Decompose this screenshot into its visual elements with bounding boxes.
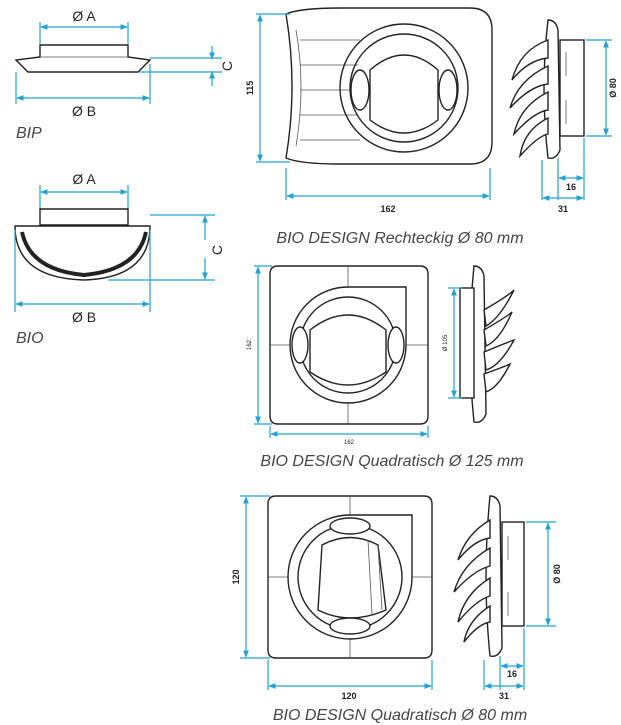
quadratisch125-right-knob bbox=[387, 326, 405, 364]
rechteckig-outer-ring bbox=[339, 23, 469, 153]
bip-label-a: Ø A bbox=[72, 8, 96, 24]
bip-section-outline bbox=[14, 44, 152, 73]
bio-diagram: Ø A C Ø B BIO bbox=[14, 171, 225, 347]
rechteckig-left-knob bbox=[350, 69, 370, 111]
rechteckig-side-view: Ø 80 16 31 bbox=[509, 19, 618, 214]
bio-label-c: C bbox=[209, 245, 225, 255]
bip-label-c: C bbox=[219, 61, 235, 71]
rechteckig-depth-inner-label: 16 bbox=[566, 182, 576, 192]
bio-cap-outline bbox=[39, 208, 129, 226]
quadratisch125-blade-4 bbox=[483, 362, 512, 393]
quadratisch80-dome-edge-1 bbox=[367, 539, 373, 615]
quadratisch80-side-spigot bbox=[501, 521, 525, 627]
rechteckig-front-view: 115 162 bbox=[245, 7, 493, 214]
quadratisch125-blade-2 bbox=[483, 311, 513, 348]
quadratisch80-blade-3 bbox=[457, 576, 491, 623]
quadratisch80-depth-inner-label: 16 bbox=[507, 669, 517, 679]
quadratisch80-blade-2 bbox=[453, 546, 491, 593]
bip-diagram: Ø A C Ø B BIP bbox=[14, 8, 235, 142]
bio-dome-shell bbox=[20, 231, 148, 278]
quadratisch125-blade-1 bbox=[483, 289, 515, 328]
rechteckig-depth-outer-label: 31 bbox=[558, 204, 568, 214]
quadratisch80-side-plate bbox=[485, 495, 503, 658]
quadratisch80-dome-edge-2 bbox=[377, 545, 383, 611]
quadratisch125-front-view: 162 162 bbox=[247, 265, 429, 446]
quadratisch125-blade-3 bbox=[483, 338, 516, 371]
rechteckig-diameter-label: Ø 80 bbox=[608, 78, 618, 98]
quadratisch80-side-view: Ø 80 16 31 bbox=[453, 495, 562, 701]
quadratisch80-blade-4 bbox=[463, 604, 491, 643]
quadratisch80-caption: BIO DESIGN Quadratisch Ø 80 mm bbox=[273, 707, 527, 724]
rechteckig-right-knob bbox=[438, 69, 458, 111]
bio-label-b: Ø B bbox=[72, 309, 96, 325]
bip-label-b: Ø B bbox=[72, 103, 96, 119]
quadratisch125-caption: BIO DESIGN Quadratisch Ø 125 mm bbox=[260, 453, 523, 470]
quadratisch125-left-knob bbox=[291, 326, 309, 364]
rechteckig-blade-3 bbox=[512, 90, 549, 137]
quadratisch125-side-spigot bbox=[459, 287, 475, 399]
rechteckig-blade-4 bbox=[518, 116, 549, 159]
quadratisch80-height-label: 120 bbox=[231, 569, 241, 584]
quadratisch80-blade-1 bbox=[457, 518, 491, 561]
quadratisch80-depth-outer-label: 31 bbox=[499, 691, 509, 701]
quadratisch80-front-view: 120 120 bbox=[231, 495, 433, 701]
rechteckig-dome bbox=[369, 54, 439, 134]
rechteckig-caption: BIO DESIGN Rechteckig Ø 80 mm bbox=[276, 230, 523, 247]
bip-caption: BIP bbox=[16, 125, 42, 142]
bio-dome-outline bbox=[14, 225, 151, 281]
rechteckig-height-label: 115 bbox=[245, 81, 255, 96]
quadratisch125-side-view: Ø 105 bbox=[443, 265, 516, 424]
quadratisch80-width-label: 120 bbox=[341, 691, 356, 701]
rechteckig-plate-edge bbox=[295, 29, 302, 147]
quadratisch125-width-label: 162 bbox=[344, 440, 355, 446]
rechteckig-blade-1 bbox=[511, 39, 549, 81]
quadratisch125-diameter-label: Ø 105 bbox=[443, 334, 449, 351]
bio-caption: BIO bbox=[16, 330, 44, 347]
quadratisch125-dome bbox=[309, 314, 387, 386]
rechteckig-side-spigot bbox=[559, 39, 585, 137]
rechteckig-blade-2 bbox=[509, 64, 549, 109]
rechteckig-width-label: 162 bbox=[380, 204, 395, 214]
rechteckig-inner-ring bbox=[349, 33, 459, 143]
quadratisch80-bottom-knob bbox=[329, 617, 371, 635]
quadratisch80-top-knob bbox=[329, 517, 371, 535]
quadratisch80-diameter-label: Ø 80 bbox=[552, 564, 562, 584]
bio-label-a: Ø A bbox=[72, 171, 96, 187]
quadratisch125-height-label: 162 bbox=[247, 339, 253, 350]
quadratisch80-dome bbox=[317, 536, 387, 619]
